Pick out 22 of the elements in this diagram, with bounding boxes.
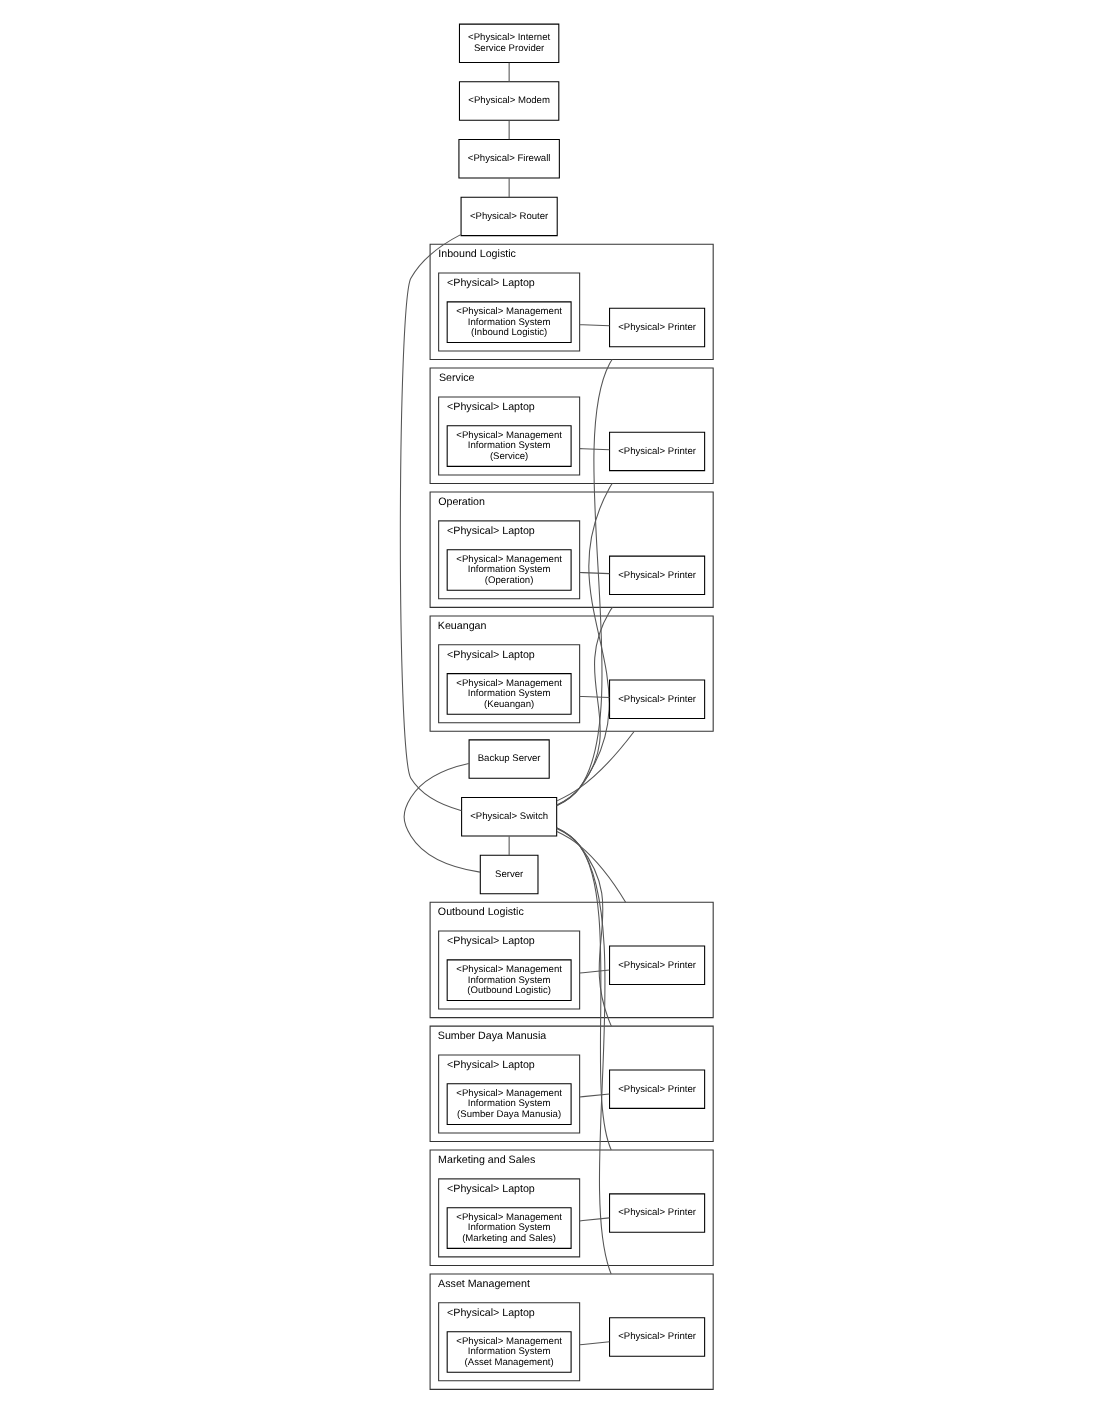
connector xyxy=(555,359,612,807)
connector xyxy=(555,482,612,807)
connector xyxy=(507,177,509,198)
connector xyxy=(507,835,509,856)
connector xyxy=(578,448,609,451)
connector xyxy=(398,234,462,812)
connector xyxy=(555,827,611,1027)
connector xyxy=(402,762,480,873)
connector xyxy=(507,62,509,83)
connector xyxy=(578,1217,609,1222)
connector xyxy=(578,969,609,974)
connector xyxy=(578,695,609,699)
connector xyxy=(555,827,611,1275)
connector xyxy=(555,730,634,802)
connector xyxy=(578,1093,609,1098)
connector xyxy=(578,324,609,327)
connector xyxy=(555,827,611,1151)
connector xyxy=(555,606,612,806)
connector xyxy=(578,572,609,575)
connector xyxy=(555,830,626,903)
connector xyxy=(578,1341,609,1346)
connector xyxy=(507,119,509,140)
